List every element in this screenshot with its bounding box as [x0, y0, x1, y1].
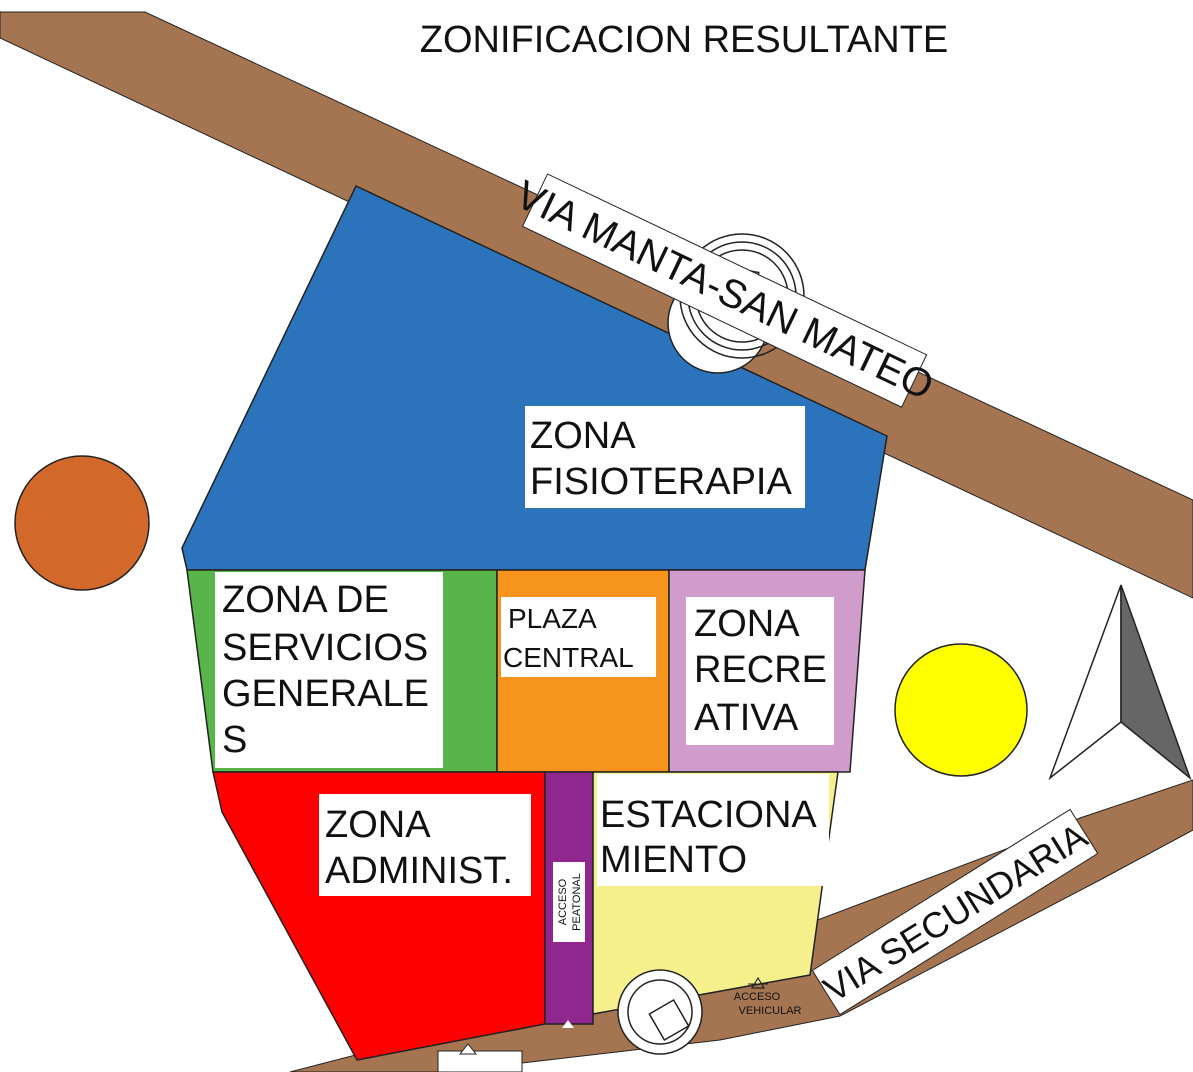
- label-box-plaza: [501, 597, 656, 677]
- yellow-circle: [894, 643, 1028, 777]
- label-servicios-line4: S: [222, 719, 247, 761]
- label-servicios-line3: GENERALE: [222, 673, 429, 715]
- bottom-white-marker: [437, 1050, 523, 1072]
- secondary-road: [289, 779, 1193, 1072]
- label-peatonal-line1: ACCESO: [557, 878, 569, 925]
- label-recreativa-line1: ZONA: [694, 603, 800, 645]
- label-recreativa-line2: RECRE: [694, 649, 827, 691]
- vehicular-access-marker: ACCESO VEHICULAR: [734, 976, 802, 1017]
- label-box-servicios: [215, 572, 443, 768]
- label-recreativa-line3: ATIVA: [694, 697, 799, 739]
- label-estacionamiento-line2: MIENTO: [600, 839, 747, 881]
- label-box-administ: [319, 794, 531, 896]
- vehicular-turn-circle: [617, 969, 703, 1055]
- label-plaza-line1: PLAZA: [508, 603, 597, 634]
- label-plaza-line2: CENTRAL: [503, 642, 634, 673]
- label-administ-line2: ADMINIST.: [325, 850, 513, 892]
- label-estacionamiento-line1: ESTACIONA: [600, 794, 817, 836]
- label-acceso-peatonal: ACCESO PEATONAL: [553, 862, 585, 942]
- label-vehicular-line1: ACCESO: [734, 991, 781, 1003]
- north-arrow-icon: [1048, 584, 1192, 781]
- label-fisioterapia-line1: ZONA: [530, 415, 636, 457]
- label-servicios-line2: SERVICIOS: [222, 627, 428, 669]
- label-box-recreativa: [686, 597, 834, 745]
- label-fisioterapia-line2: FISIOTERAPIA: [530, 461, 792, 503]
- label-vehicular-line2: VEHICULAR: [739, 1005, 802, 1017]
- label-administ-line1: ZONA: [325, 804, 431, 846]
- label-box-fisioterapia: [525, 406, 805, 508]
- orange-circle: [14, 455, 150, 591]
- bottom-marker-triangle: [458, 1043, 478, 1055]
- page-title: ZONIFICACION RESULTANTE: [420, 19, 949, 61]
- label-box-estacionamiento: [597, 774, 829, 886]
- label-servicios-line1: ZONA DE: [222, 579, 389, 621]
- pedestrian-access-triangle: [562, 1020, 574, 1028]
- label-peatonal-line2: PEATONAL: [571, 873, 583, 931]
